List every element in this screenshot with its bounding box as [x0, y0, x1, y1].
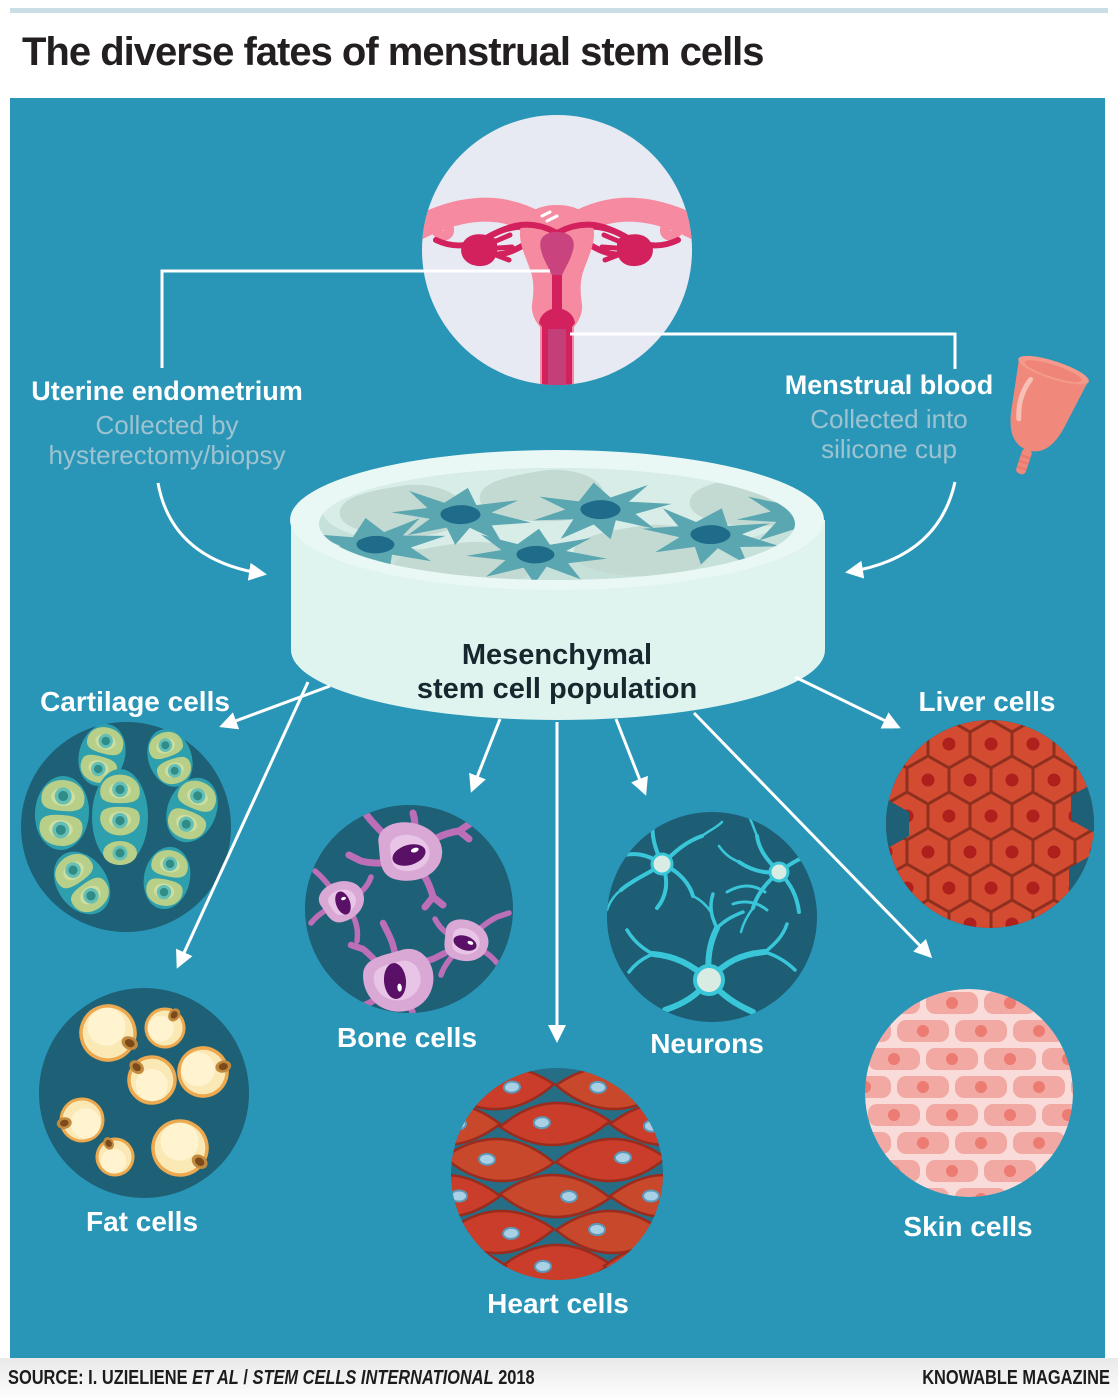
petri-dish-illustration	[290, 450, 825, 720]
menstrual-blood-label-block: Menstrual blood Collected into silicone …	[769, 370, 1009, 464]
uterine-endometrium-label-block: Uterine endometrium Collected by hystere…	[27, 376, 307, 470]
uterine-endometrium-label: Uterine endometrium	[31, 376, 303, 406]
bone-cells-label: Bone cells	[336, 1022, 478, 1053]
top-accent-line	[10, 8, 1108, 13]
skin-cells-illustration	[865, 989, 1073, 1197]
liver-cells-illustration	[886, 720, 1094, 928]
heart-cells-label: Heart cells	[487, 1288, 629, 1319]
brand-credit: KNOWABLE MAGAZINE	[922, 1366, 1110, 1389]
source-credit: SOURCE: I. UZIELIENE ET AL / STEM CELLS …	[8, 1366, 535, 1389]
cartilage-cells-illustration	[21, 722, 231, 932]
neurons-label: Neurons	[650, 1028, 764, 1059]
menstrual-blood-sub: Collected into silicone cup	[810, 404, 968, 464]
skin-cells-label: Skin cells	[903, 1211, 1033, 1242]
uterine-endometrium-sub: Collected by hysterectomy/biopsy	[48, 410, 286, 470]
heart-cells-illustration	[451, 1068, 663, 1280]
arrow-blood-to-dish	[845, 481, 957, 579]
neurons-illustration	[607, 812, 817, 1022]
infographic-panel: Uterine endometrium Collected by hystere…	[10, 98, 1105, 1358]
bone-cells-illustration	[305, 805, 513, 1013]
arrow-to-neurons	[614, 718, 648, 796]
fat-cells-label: Fat cells	[85, 1206, 199, 1237]
footer-bar: SOURCE: I. UZIELIENE ET AL / STEM CELLS …	[0, 1358, 1118, 1398]
cartilage-cells-label: Cartilage cells	[40, 686, 230, 717]
liver-cells-label: Liver cells	[918, 686, 1056, 717]
dish-label: Mesenchymal stem cell population	[416, 639, 698, 705]
menstrual-cup-icon	[1010, 355, 1089, 475]
fat-cells-illustration	[39, 988, 249, 1198]
page-title: The diverse fates of menstrual stem cell…	[22, 30, 765, 74]
uterus-illustration	[422, 115, 692, 385]
arrow-endometrium-to-dish	[156, 482, 267, 581]
menstrual-blood-label: Menstrual blood	[784, 370, 994, 400]
